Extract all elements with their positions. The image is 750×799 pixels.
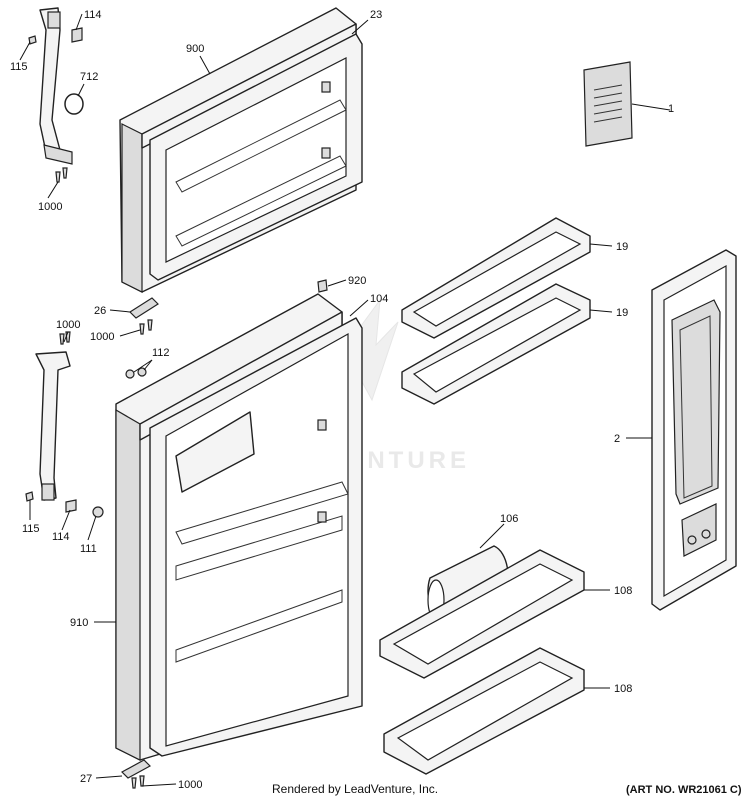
door-panel-2 <box>651 249 737 611</box>
fresh-food-door-910 <box>115 293 363 761</box>
rendered-by-text: Rendered by LeadVenture, Inc. <box>272 782 438 796</box>
callout-112: 112 <box>152 347 170 359</box>
screws-112 <box>125 367 147 379</box>
screw-114a <box>71 27 83 43</box>
screw-115b <box>25 491 34 502</box>
callout-115-lower: 115 <box>22 523 40 535</box>
callout-19-lower: 19 <box>616 307 628 319</box>
manual-1 <box>583 61 633 147</box>
callout-114-lower: 114 <box>52 531 70 543</box>
callout-27: 27 <box>80 773 92 785</box>
door-shelf-108b <box>383 647 585 775</box>
callout-114-upper: 114 <box>84 9 102 21</box>
callout-1: 1 <box>668 103 674 115</box>
callouts: 114 115 712 1000 900 23 1 19 19 920 104 … <box>10 9 674 791</box>
oring-712 <box>64 93 84 115</box>
screws-1000c <box>139 319 153 335</box>
callout-1000-hinge: 1000 <box>90 331 114 343</box>
art-number: (ART NO. WR21061 C) <box>626 784 742 796</box>
plug-111 <box>92 506 104 518</box>
plug-920 <box>317 279 328 293</box>
screws-1000a <box>55 167 68 183</box>
screw-114b <box>65 499 77 513</box>
callout-1000-bottom: 1000 <box>178 779 202 791</box>
freezer-shelf-19b <box>401 283 591 405</box>
callout-900: 900 <box>186 43 204 55</box>
callout-111: 111 <box>80 543 97 555</box>
callout-26: 26 <box>94 305 106 317</box>
callout-920: 920 <box>348 275 366 287</box>
lower-handle <box>35 331 71 501</box>
callout-115-upper: 115 <box>10 61 28 73</box>
callout-1000-upper: 1000 <box>38 201 62 213</box>
hinge-26 <box>129 297 159 319</box>
callout-106: 106 <box>500 513 518 525</box>
freezer-shelf-19a <box>401 217 591 339</box>
callout-108-upper: 108 <box>614 585 632 597</box>
callout-104: 104 <box>370 293 388 305</box>
upper-handle <box>39 7 73 165</box>
freezer-door-900 <box>119 7 363 293</box>
callout-712: 712 <box>80 71 98 83</box>
callout-910: 910 <box>70 617 88 629</box>
callout-2: 2 <box>614 433 620 445</box>
callout-1000-handle: 1000 <box>56 319 80 331</box>
callout-19-upper: 19 <box>616 241 628 253</box>
leader-lines <box>19 13 671 787</box>
callout-108-lower: 108 <box>614 683 632 695</box>
hinge-27 <box>121 759 151 789</box>
callout-23: 23 <box>370 9 382 21</box>
